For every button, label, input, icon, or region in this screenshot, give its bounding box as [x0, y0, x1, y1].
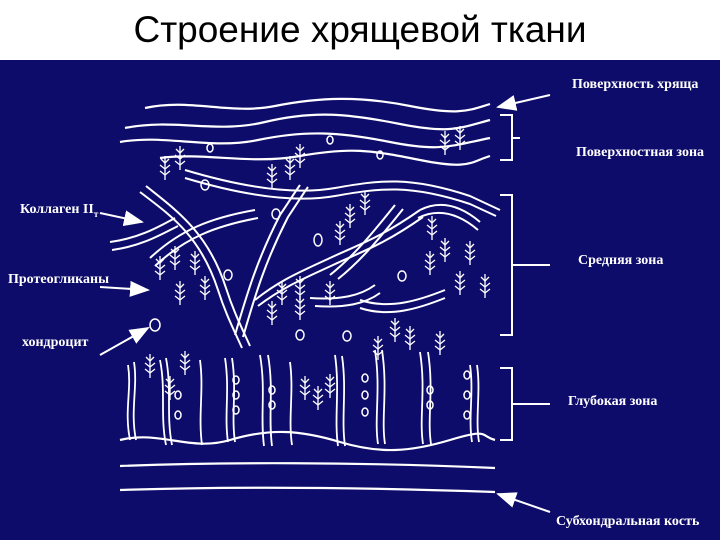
label-collagen: Коллаген IIт — [20, 202, 99, 219]
cartilage-diagram: Поверхность хряща Поверхностная зона Сре… — [8, 77, 704, 529]
zone-brackets — [500, 114, 550, 441]
label-collagen-sub: т — [94, 209, 99, 219]
label-subchondral-bone: Субхондральная кость — [556, 514, 700, 529]
collagen-fibers — [109, 169, 501, 349]
bone-lines — [119, 430, 496, 494]
label-proteoglycans: Протеогликаны — [8, 272, 109, 287]
label-surface-zone: Поверхностная зона — [576, 145, 704, 160]
pointer-arrows — [99, 94, 551, 513]
chondrocytes — [149, 135, 471, 420]
label-collagen-main: Коллаген II — [20, 202, 94, 217]
slide-title: Строение хрящевой ткани — [133, 9, 587, 50]
label-middle-zone: Средняя зона — [578, 253, 663, 268]
label-surface: Поверхность хряща — [572, 77, 698, 92]
deep-zone-columns — [126, 349, 480, 447]
label-deep-zone: Глубокая зона — [568, 394, 657, 409]
proteoglycans — [144, 125, 491, 411]
label-chondrocyte: хондроцит — [22, 335, 89, 350]
